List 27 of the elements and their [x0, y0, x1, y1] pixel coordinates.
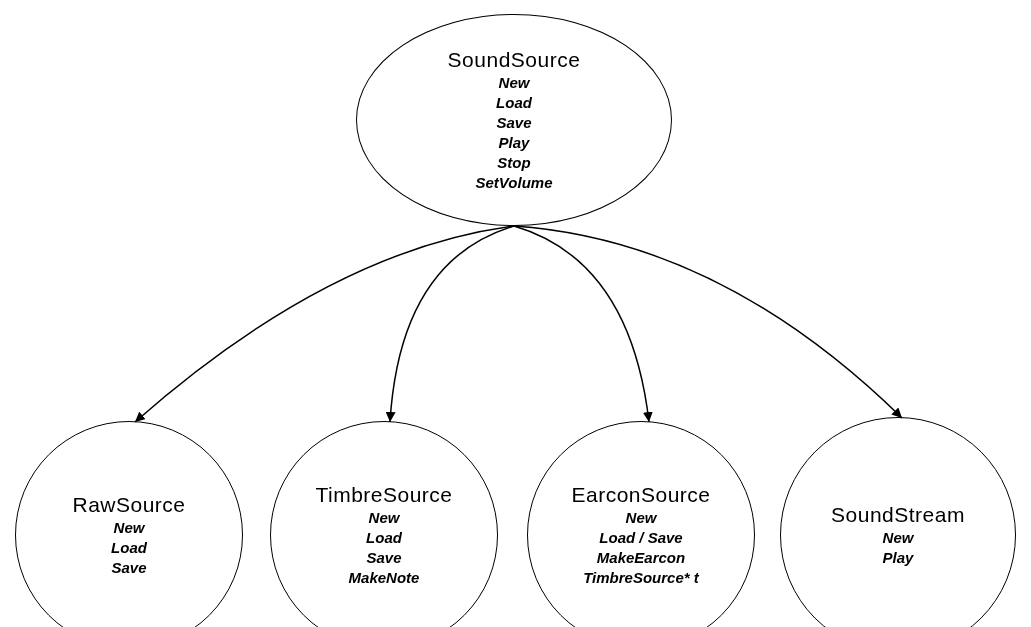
method-name: New: [882, 528, 914, 548]
arrow: [385, 225, 515, 423]
method-name: Load: [111, 538, 147, 558]
method-name: Stop: [497, 153, 531, 173]
method-name: Play: [882, 548, 914, 568]
class-name: SoundSource: [447, 47, 581, 73]
method-name: TimbreSource* t: [583, 568, 699, 588]
method-name: Save: [111, 558, 147, 578]
method-name: Load: [496, 93, 532, 113]
method-name: Play: [498, 133, 530, 153]
method-name: SetVolume: [475, 173, 553, 193]
class-name: SoundStream: [831, 502, 965, 528]
arrow: [134, 225, 515, 423]
class-name: RawSource: [72, 492, 186, 518]
arrow: [513, 225, 653, 423]
method-name: New: [368, 508, 400, 528]
class-name: EarconSource: [571, 482, 711, 508]
method-name: MakeNote: [348, 568, 420, 588]
method-name: New: [625, 508, 657, 528]
method-name: Load / Save: [599, 528, 683, 548]
class-name: TimbreSource: [315, 482, 453, 508]
method-name: New: [113, 518, 145, 538]
method-name: Load: [366, 528, 402, 548]
method-name: Save: [496, 113, 532, 133]
method-name: New: [498, 73, 530, 93]
method-name: MakeEarcon: [596, 548, 686, 568]
method-name: Save: [366, 548, 402, 568]
